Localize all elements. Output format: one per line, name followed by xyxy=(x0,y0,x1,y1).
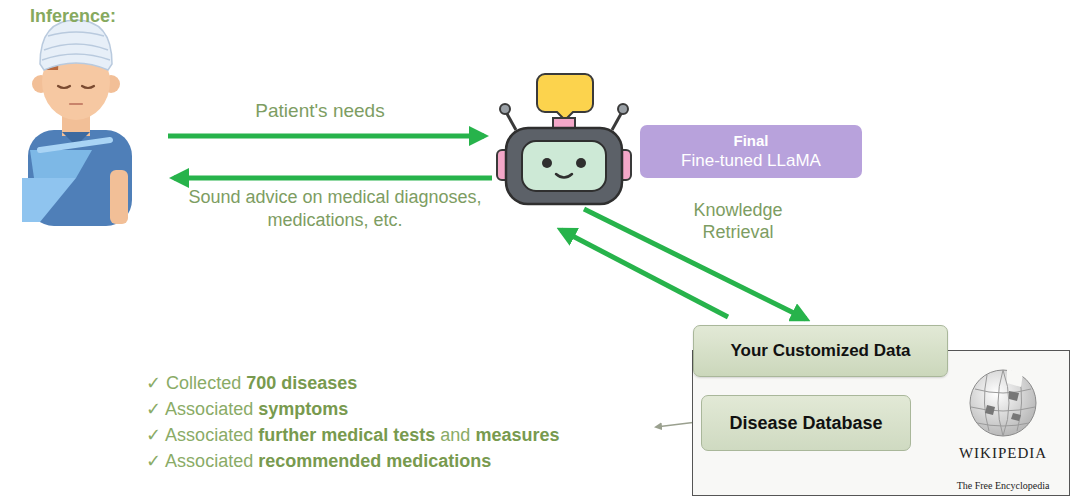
robot-figure xyxy=(497,74,631,204)
diagram-title: Inference: xyxy=(30,6,116,27)
data-store-panel: WIKIPEDIAThe Free EncyclopediaYour Custo… xyxy=(692,350,1070,496)
node-text: Fine-tuned LLaMA xyxy=(681,150,821,171)
data-box: Your Customized Data xyxy=(693,325,948,377)
node-text: Your Customized Data xyxy=(730,341,910,361)
node-text: Final xyxy=(733,132,768,150)
patient-figure xyxy=(22,20,132,226)
node-text: The Free Encyclopedia xyxy=(943,480,1063,492)
database-box: Disease Database xyxy=(701,395,911,451)
node-text: WIKIPEDIA xyxy=(943,445,1063,462)
arrow-label: Knowledge Retrieval xyxy=(676,199,800,243)
checklist-item: ✓ Collected 700 diseases xyxy=(146,372,357,394)
arrow-label: Patient's needs xyxy=(220,100,420,122)
checklist-item: ✓ Associated symptoms xyxy=(146,398,348,420)
node-text: Disease Database xyxy=(729,413,882,434)
leader-arrow xyxy=(656,422,697,427)
wikipedia-globe xyxy=(963,361,1043,441)
arrow-label: Sound advice on medical diagnoses, medic… xyxy=(180,186,490,232)
checklist-item: ✓ Associated recommended medications xyxy=(146,450,491,472)
checklist-item: ✓ Associated further medical tests and m… xyxy=(146,424,559,446)
model-box: FinalFine-tuned LLaMA xyxy=(640,125,862,178)
